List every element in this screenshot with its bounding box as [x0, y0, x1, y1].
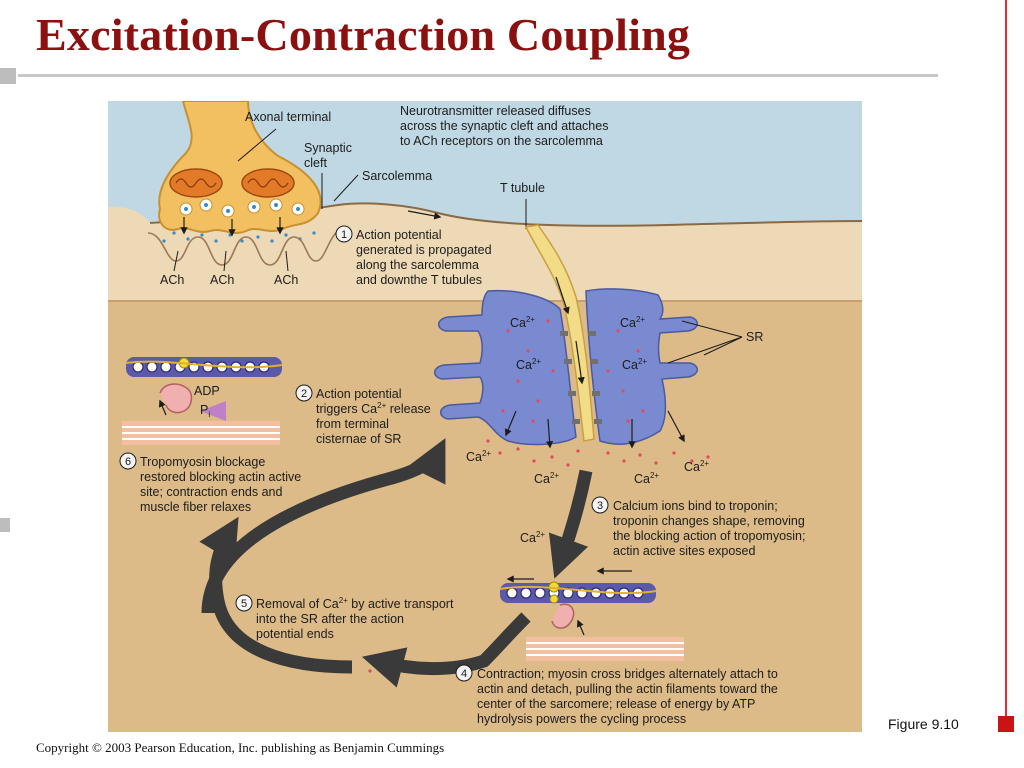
- thick-filament-active: [526, 637, 684, 661]
- adp-label: ADP: [194, 384, 220, 398]
- svg-text:hydrolysis powers the cycling: hydrolysis powers the cycling process: [477, 712, 686, 726]
- svg-text:cisternae of SR: cisternae of SR: [316, 432, 401, 446]
- svg-text:Ca2+: Ca2+: [534, 471, 559, 486]
- svg-text:into the SR after the action: into the SR after the action: [256, 612, 404, 626]
- ach-release-arrows: [180, 217, 284, 237]
- propagation-arrow: [407, 210, 442, 220]
- slide-title: Excitation-Contraction Coupling: [36, 9, 691, 60]
- power-stroke-arrow: [576, 619, 585, 636]
- ach-leader: [285, 250, 289, 272]
- svg-text:Ca2+: Ca2+: [516, 357, 541, 372]
- ach-label: ACh: [160, 273, 184, 287]
- svg-text:and downthe T tubules: and downthe T tubules: [356, 273, 482, 287]
- svg-text:site; contraction ends and: site; contraction ends and: [140, 485, 282, 499]
- t-tubule: [524, 224, 595, 442]
- sr-label: SR: [746, 330, 763, 344]
- svg-text:Tropomyosin blockage: Tropomyosin blockage: [140, 455, 265, 469]
- svg-text:muscle fiber relaxes: muscle fiber relaxes: [140, 500, 251, 514]
- synaptic-cleft-label: cleft: [304, 156, 327, 170]
- svg-text:actin and detach, pulling the: actin and detach, pulling the actin fila…: [477, 682, 778, 696]
- myosin-head-attached: [551, 603, 575, 629]
- calcium-release-arrows: [504, 410, 685, 449]
- mitochondrion-cristae: [175, 178, 217, 188]
- synaptic-cleft-label: Synaptic: [304, 141, 352, 155]
- svg-text:Ca2+: Ca2+: [520, 530, 545, 545]
- svg-text:Ca2+: Ca2+: [620, 315, 645, 330]
- step-1: 1 Action potential generated is propagat…: [335, 225, 492, 287]
- decorative-red-square: [998, 716, 1014, 732]
- step-6: 6 Tropomyosin blockage restored blocking…: [119, 452, 301, 514]
- sarcoplasmic-reticulum-right: [585, 288, 698, 445]
- svg-text:4: 4: [461, 668, 467, 680]
- axonal-terminal-label: Axonal terminal: [245, 110, 331, 124]
- svg-text:along the sarcolemma: along the sarcolemma: [356, 258, 479, 272]
- cycle-arrow-calcium-to-troponin: [548, 469, 593, 579]
- svg-text:the blocking action of tropomy: the blocking action of tropomyosin;: [613, 529, 805, 543]
- t-tubule-arrow: [575, 340, 585, 385]
- cycle-arrow-contraction-to-removal: [361, 612, 531, 688]
- sarcoplasmic-reticulum-left: [434, 289, 577, 446]
- step-5: 5 Removal of Ca2+ by active transport in…: [235, 594, 454, 641]
- ach-label: ACh: [274, 273, 298, 287]
- sarcolemma-label: Sarcolemma: [362, 169, 432, 183]
- svg-text:restored blocking actin active: restored blocking actin active: [140, 470, 301, 484]
- pi-label: Pi: [200, 403, 210, 419]
- myosin-movement-arrow: [158, 399, 167, 416]
- thick-filament-relaxed: [122, 421, 280, 445]
- neurotransmitter-note: Neurotransmitter released diffuses: [400, 104, 591, 118]
- active-actin-filament: [499, 581, 657, 604]
- svg-text:center of the sarcomere; relea: center of the sarcomere; release of ener…: [477, 697, 755, 711]
- excitation-contraction-diagram: Axonal terminal Synaptic cleft Neurotran…: [108, 101, 862, 732]
- step-4: 4 Contraction; myosin cross bridges alte…: [455, 664, 778, 726]
- svg-text:triggers Ca2+ release: triggers Ca2+ release: [316, 401, 431, 416]
- svg-text:6: 6: [125, 456, 131, 468]
- svg-text:Action potential: Action potential: [316, 387, 401, 401]
- svg-text:Ca2+: Ca2+: [466, 449, 491, 464]
- svg-text:2: 2: [301, 388, 307, 400]
- axonal-terminal-leader: [237, 128, 277, 162]
- myosin-head-relaxed: [159, 383, 193, 414]
- svg-text:Ca2+: Ca2+: [510, 315, 535, 330]
- svg-text:Ca2+: Ca2+: [684, 459, 709, 474]
- right-vertical-divider: [1005, 0, 1007, 720]
- pi-phosphate: [200, 401, 226, 421]
- svg-text:generated is propagated: generated is propagated: [356, 243, 492, 257]
- junctional-folds: [147, 226, 345, 266]
- t-tubule-label: T tubule: [500, 181, 545, 195]
- ach-label: ACh: [210, 273, 234, 287]
- sr-leaders: [667, 320, 743, 364]
- relaxed-actin-filament: [125, 357, 283, 377]
- neurotransmitter-note: to ACh receptors on the sarcolemma: [400, 134, 603, 148]
- svg-text:1: 1: [341, 229, 347, 241]
- step-2: 2 Action potential triggers Ca2+ release…: [295, 384, 431, 446]
- neurotransmitter-note: across the synaptic cleft and attaches: [400, 119, 608, 133]
- copyright-notice: Copyright © 2003 Pearson Education, Inc.…: [36, 740, 445, 755]
- ach-leader: [173, 250, 179, 272]
- mitochondrion-cristae: [247, 178, 289, 188]
- svg-text:Action potential: Action potential: [356, 228, 441, 242]
- figure-number: Figure 9.10: [888, 716, 959, 732]
- svg-text:3: 3: [597, 500, 603, 512]
- decorative-square: [0, 518, 10, 532]
- svg-text:5: 5: [241, 598, 247, 610]
- svg-text:potential ends: potential ends: [256, 627, 334, 641]
- cycle-arrow-return: [199, 516, 353, 674]
- svg-text:Calcium ions bind to troponin;: Calcium ions bind to troponin;: [613, 499, 778, 513]
- sarcolemma-leader: [333, 174, 359, 202]
- svg-text:Removal of Ca2+ by active tran: Removal of Ca2+ by active transport: [256, 596, 454, 611]
- svg-text:Ca2+: Ca2+: [634, 471, 659, 486]
- title-divider: [18, 74, 938, 77]
- svg-text:actin active sites exposed: actin active sites exposed: [613, 544, 755, 558]
- sr-junction-feet: [560, 331, 602, 424]
- svg-text:Contraction; myosin cross brid: Contraction; myosin cross bridges altern…: [477, 667, 778, 681]
- t-tubule-arrow: [555, 276, 570, 315]
- sarcolemma-region: [108, 203, 862, 301]
- step-3: 3 Calcium ions bind to troponin; troponi…: [591, 496, 805, 558]
- svg-text:Ca2+: Ca2+: [622, 357, 647, 372]
- decorative-square: [0, 68, 16, 84]
- svg-text:from terminal: from terminal: [316, 417, 389, 431]
- svg-text:troponin changes shape, removi: troponin changes shape, removing: [613, 514, 805, 528]
- ach-leader: [223, 250, 227, 272]
